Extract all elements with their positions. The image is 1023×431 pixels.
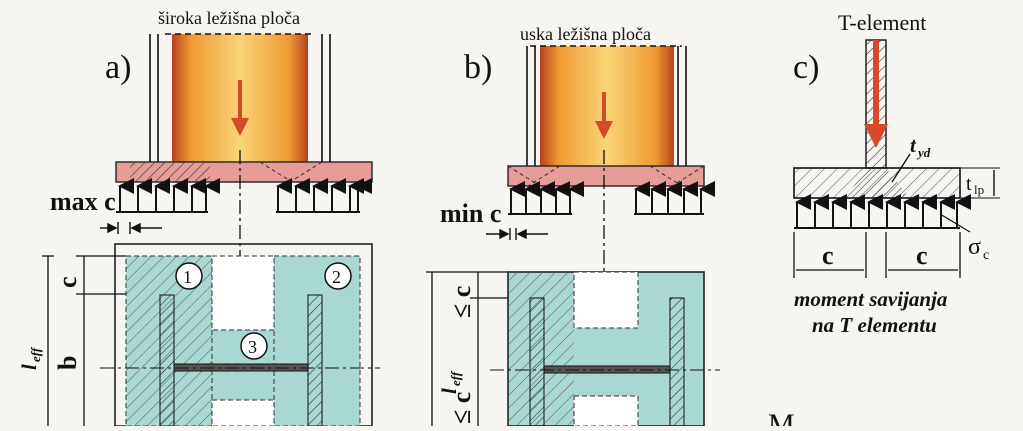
reaction-arrows-b-right [634,181,715,215]
reaction-arrows-b-left [508,181,584,215]
marker-3: 3 [240,332,268,360]
max-c-dimension [100,222,162,234]
panel-b-title: uska ležišna ploča [520,24,651,44]
dimension-chain-a [42,255,126,426]
svg-text:t: t [910,133,917,157]
panel-a-letter: a) [105,49,131,86]
svg-text:yd: yd [916,145,931,160]
plan-view-b [490,271,720,427]
svg-text:3: 3 [248,337,257,357]
bearing-plate-b [507,165,705,187]
min-c-label: min c [440,199,501,228]
reaction-arrows-a-left [116,178,220,213]
c-dimensions-c [793,232,961,278]
svg-text:t: t [966,173,972,195]
dim-c-b-bottom: ≤ c [447,392,476,424]
bearing-plate-a [115,161,373,183]
svg-text:eff: eff [28,346,43,362]
t-element-arrows [794,194,971,229]
dimension-chain-b [426,271,508,426]
panel-b-letter: b) [464,49,492,86]
reaction-arrows-a-right [276,178,372,213]
caption-line-2: na T elementu [812,313,937,337]
caption-line-1: moment savijanja [794,287,947,311]
svg-text:c: c [983,248,989,263]
svg-text:1: 1 [183,267,192,287]
dim-c-left-c: c [822,241,834,270]
panel-c-title: T-element [838,10,926,35]
max-c-label: max c [50,187,116,216]
footer-formula-partial: M [768,408,795,426]
svg-text:2: 2 [332,267,341,287]
column-a [149,33,331,162]
panel-c: c) T-element t yd [768,10,1000,431]
svg-text:σ: σ [968,234,981,260]
svg-text:eff: eff [448,370,463,386]
panel-a: a) široka ležišna ploča [17,8,380,427]
panel-c-letter: c) [793,49,819,86]
panel-a-title: široka ležišna ploča [158,8,300,28]
svg-text:l: l [437,388,461,394]
column-b [526,45,687,166]
panel-b: b) uska ležišna ploča [426,24,720,427]
marker-2: 2 [324,262,352,290]
dim-c-right-c: c [916,241,928,270]
t-element-flange [793,167,961,199]
dim-b-a: b [53,356,82,370]
dim-leff-b: l eff [437,370,463,394]
sigma-c-label: σ c [939,213,989,263]
plan-view-a [100,243,380,427]
t-yd-label: t yd [891,133,931,183]
t-lp-dimension: t lp [960,167,1000,199]
dim-leff-a: l eff [17,346,43,370]
dim-c-a: c [53,276,82,288]
marker-1: 1 [175,262,203,290]
svg-text:l: l [17,364,41,370]
dim-c-b-top: ≤ c [447,286,476,318]
svg-text:lp: lp [974,182,984,197]
min-c-dimension [486,228,548,240]
t-element-web [864,39,888,169]
